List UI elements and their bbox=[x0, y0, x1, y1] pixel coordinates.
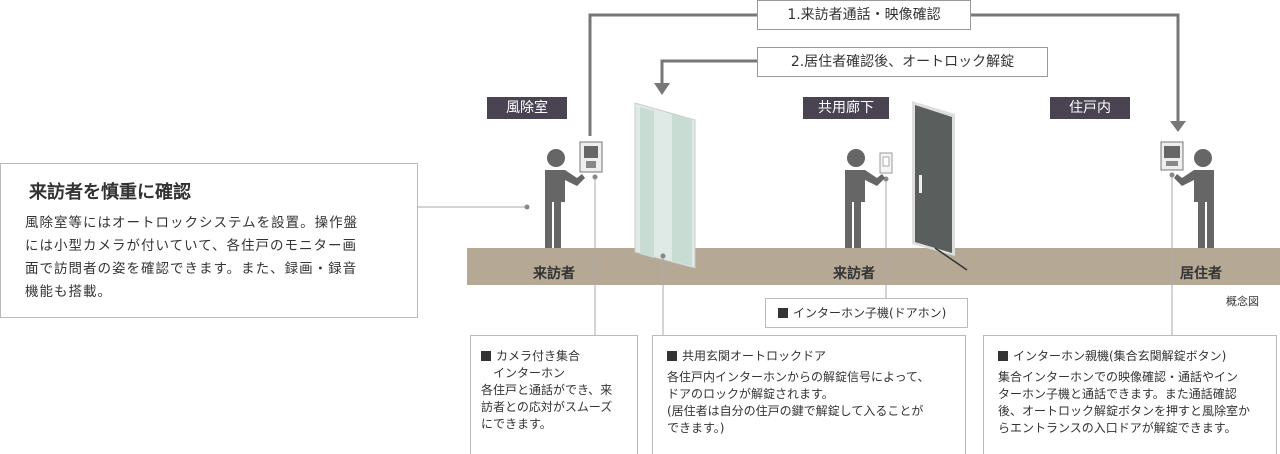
flow-line-2 bbox=[660, 59, 757, 84]
bullet-square-icon bbox=[998, 351, 1008, 361]
note-line: 各住戸内インターホンからの解錠信号によって、 bbox=[667, 370, 930, 384]
note-title-line: インターホン bbox=[493, 366, 566, 380]
area-tag-corridor: 共用廊下 bbox=[803, 97, 889, 119]
visitor-figure-icon bbox=[845, 149, 885, 248]
note-title: インターホン親機(集合玄関解錠ボタン) bbox=[998, 348, 1276, 365]
note-autolock-door: 共用玄関オートロックドア 各住戸内インターホンからの解錠信号によって、 ドアのロ… bbox=[652, 335, 966, 454]
connector-dot bbox=[524, 204, 530, 210]
person-label: 居住者 bbox=[1180, 266, 1222, 282]
bullet-square-icon bbox=[667, 351, 677, 361]
dwelling-door bbox=[912, 101, 968, 271]
note-line: (居住者は自分の住戸の鍵で解錠して入ることが bbox=[667, 404, 924, 418]
note-line: にできます。 bbox=[481, 417, 552, 431]
flow-line-1b bbox=[971, 13, 1180, 122]
note-indoor-monitor: インターホン親機(集合玄関解錠ボタン) 集合インターホンでの映像確認・通話やイン… bbox=[983, 335, 1277, 454]
area-tag-vestibule: 風除室 bbox=[487, 97, 567, 119]
note-title-line: カメラ付き集合 bbox=[496, 349, 581, 363]
intro-body: 風除室等にはオートロックシステムを設置。操作盤 には小型カメラが付いていて、各住… bbox=[25, 212, 358, 304]
resident-figure-icon bbox=[1174, 149, 1214, 248]
door-phone-label: インターホン子機(ドアホン) bbox=[793, 306, 947, 320]
intro-line: には小型カメラが付いていて、各住戸のモニター画 bbox=[25, 238, 358, 254]
intro-line: 面で訪問者の姿を確認できます。また、録画・録音 bbox=[25, 261, 358, 277]
note-line: 後、オートロック解錠ボタンを押すと風除室か bbox=[998, 404, 1251, 418]
note-entrance-intercom: カメラ付き集合 インターホン 各住戸と通話ができ、来 訪者との応対がスムーズ に… bbox=[470, 335, 638, 454]
note-title: カメラ付き集合 bbox=[481, 348, 637, 365]
indoor-monitor-icon bbox=[1160, 141, 1184, 335]
intro-line: 風除室等にはオートロックシステムを設置。操作盤 bbox=[25, 215, 359, 231]
arrow-down-icon bbox=[654, 83, 670, 95]
flow-line-1 bbox=[588, 13, 757, 136]
glass-door bbox=[634, 102, 696, 335]
note-title-line: 共用玄関オートロックドア bbox=[682, 349, 827, 363]
door-phone-callout: インターホン子機(ドアホン) bbox=[765, 298, 968, 328]
entrance-intercom-icon bbox=[579, 141, 603, 335]
area-tag-dwelling: 住戸内 bbox=[1050, 97, 1130, 119]
note-line: ターホン子機と通話できます。また通話確認 bbox=[998, 387, 1237, 401]
step-2-label: 2.居住者確認後、オートロック解錠 bbox=[757, 47, 1048, 77]
note-line: ドアのロックが解錠されます。 bbox=[667, 387, 834, 401]
note-title: 共用玄関オートロックドア bbox=[667, 348, 965, 365]
note-line: 訪者との応対がスムーズ bbox=[481, 400, 613, 414]
bullet-square-icon bbox=[481, 351, 491, 361]
bullet-square-icon bbox=[778, 308, 788, 318]
note-title-line: インターホン親機(集合玄関解錠ボタン) bbox=[1013, 349, 1227, 363]
note-line: できます。) bbox=[667, 421, 725, 435]
note-line: らエントランスの入口ドアが解錠できます。 bbox=[998, 421, 1237, 435]
intro-panel: 来訪者を慎重に確認 風除室等にはオートロックシステムを設置。操作盤 には小型カメ… bbox=[0, 163, 418, 318]
intro-line: 機能も搭載。 bbox=[25, 284, 112, 300]
arrow-down-icon bbox=[1170, 121, 1186, 132]
intro-title: 来訪者を慎重に確認 bbox=[29, 182, 191, 203]
visitor-figure-icon bbox=[545, 149, 585, 248]
person-label: 来訪者 bbox=[833, 266, 875, 282]
note-line: 各住戸と通話ができ、来 bbox=[481, 383, 613, 397]
step-1-label: 1.来訪者通話・映像確認 bbox=[757, 0, 971, 30]
person-label: 来訪者 bbox=[533, 266, 575, 282]
note-line: 集合インターホンでの映像確認・通話やイン bbox=[998, 370, 1239, 384]
concept-label: 概念図 bbox=[1226, 295, 1259, 308]
floor bbox=[467, 248, 1280, 285]
